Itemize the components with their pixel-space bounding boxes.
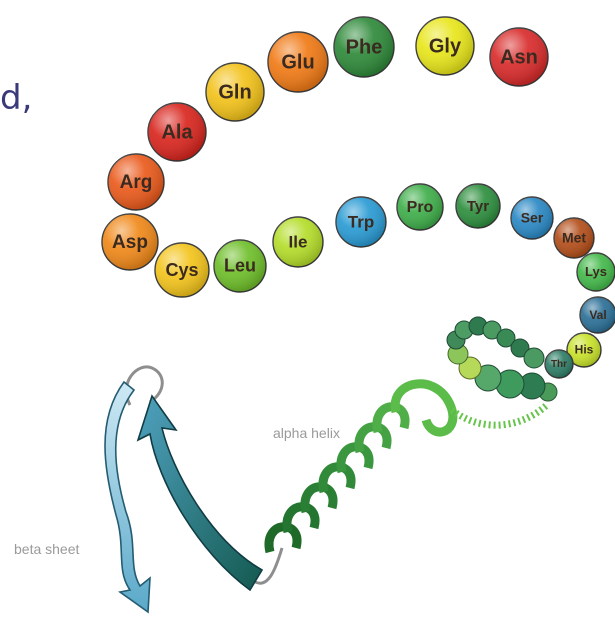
amino-acid-lys: Lys [577, 253, 615, 291]
amino-acid-trp: Trp [336, 197, 386, 247]
amino-acid-label: Lys [585, 264, 607, 279]
amino-acid-asn: Asn [490, 28, 548, 86]
amino-acid-arg: Arg [108, 154, 164, 210]
amino-acid-label: His [575, 343, 594, 357]
beta-strand-1 [105, 382, 150, 612]
amino-acid-label: Met [562, 229, 586, 245]
amino-acid-met: Met [554, 218, 594, 258]
amino-acid-label: Gly [429, 35, 462, 57]
amino-acid-gln: Gln [206, 63, 264, 121]
amino-acid-cys: Cys [155, 243, 209, 297]
amino-acid-label: Arg [120, 172, 153, 193]
amino-acid-label: Glu [281, 52, 314, 74]
amino-acid-ala: Ala [148, 103, 206, 161]
bead-chain [447, 317, 557, 401]
beta-strand-2 [138, 396, 262, 590]
amino-acid-label: Pro [407, 199, 434, 216]
amino-acid-label: Thr [551, 359, 567, 370]
amino-acid-pro: Pro [397, 184, 443, 230]
amino-acid-asp: Asp [102, 214, 158, 270]
amino-acid-label: Val [589, 308, 606, 322]
amino-acid-ile: Ile [273, 217, 323, 267]
amino-acid-label: Phe [346, 37, 383, 59]
amino-acid-label: Trp [348, 213, 374, 232]
amino-acid-tyr: Tyr [456, 184, 500, 228]
amino-acid-label: Ala [161, 121, 193, 143]
amino-acid-ser: Ser [511, 197, 553, 239]
alpha-helix [269, 384, 548, 552]
amino-acid-label: Tyr [467, 198, 489, 215]
amino-acid-gly: Gly [416, 17, 474, 75]
amino-acid-label: Ser [521, 210, 544, 226]
amino-acid-val: Val [580, 297, 615, 333]
amino-acid-label: Leu [224, 256, 256, 276]
amino-acid-phe: Phe [334, 17, 394, 77]
amino-acid-label: Gln [218, 81, 251, 103]
amino-acid-label: Asn [500, 46, 538, 68]
amino-acid-thr: Thr [545, 350, 573, 378]
loop-top [126, 367, 162, 405]
amino-acid-leu: Leu [214, 240, 266, 292]
amino-acid-glu: Glu [268, 32, 328, 92]
amino-acid-label: Asp [112, 232, 148, 253]
cropped-text-fragment: d, [0, 78, 32, 118]
alpha-helix-label: alpha helix [273, 425, 340, 441]
beta-sheet-label: beta sheet [14, 541, 79, 557]
amino-acid-label: Ile [289, 233, 308, 252]
amino-acid-label: Cys [165, 260, 198, 280]
